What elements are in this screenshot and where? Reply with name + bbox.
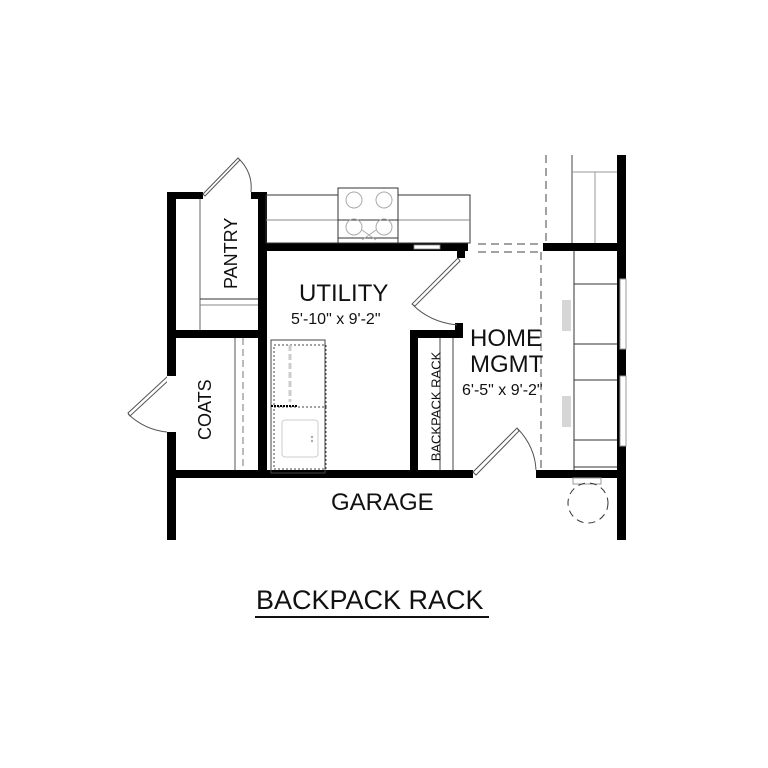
stove-burners [345, 191, 393, 241]
pantry-shelves [199, 199, 258, 330]
utility-window [413, 244, 441, 250]
opening-dashed [478, 155, 547, 470]
room-label-home: HOME [470, 325, 542, 352]
windows [619, 278, 627, 447]
desk-cabinets [573, 251, 617, 470]
coats-door [127, 375, 176, 433]
plan-title: BACKPACK RACK [256, 585, 484, 615]
room-label-garage: GARAGE [331, 489, 434, 516]
washer-dryer [270, 339, 327, 474]
upper-cabinets [571, 155, 617, 243]
title-underline [255, 616, 489, 618]
garage-door [472, 427, 537, 476]
room-dimensions-home-mgmt: 6'-5" x 9'-2" [462, 382, 543, 399]
room-label-coats: COATS [195, 379, 215, 440]
coats-rod [234, 338, 244, 470]
room-label-mgmt: MGMT [470, 351, 544, 378]
room-label-pantry: PANTRY [221, 217, 241, 289]
desk-chairs [562, 300, 571, 427]
pantry-door [202, 157, 252, 197]
room-dimensions-utility: 5'-10" x 9'-2" [291, 311, 381, 328]
ac-unit [567, 477, 609, 524]
utility-door [411, 257, 461, 326]
backpack-rack-lines [439, 338, 454, 470]
room-label-backpack-rack: BACKPACK RACK [428, 351, 444, 462]
room-label-utility: UTILITY [299, 280, 389, 307]
